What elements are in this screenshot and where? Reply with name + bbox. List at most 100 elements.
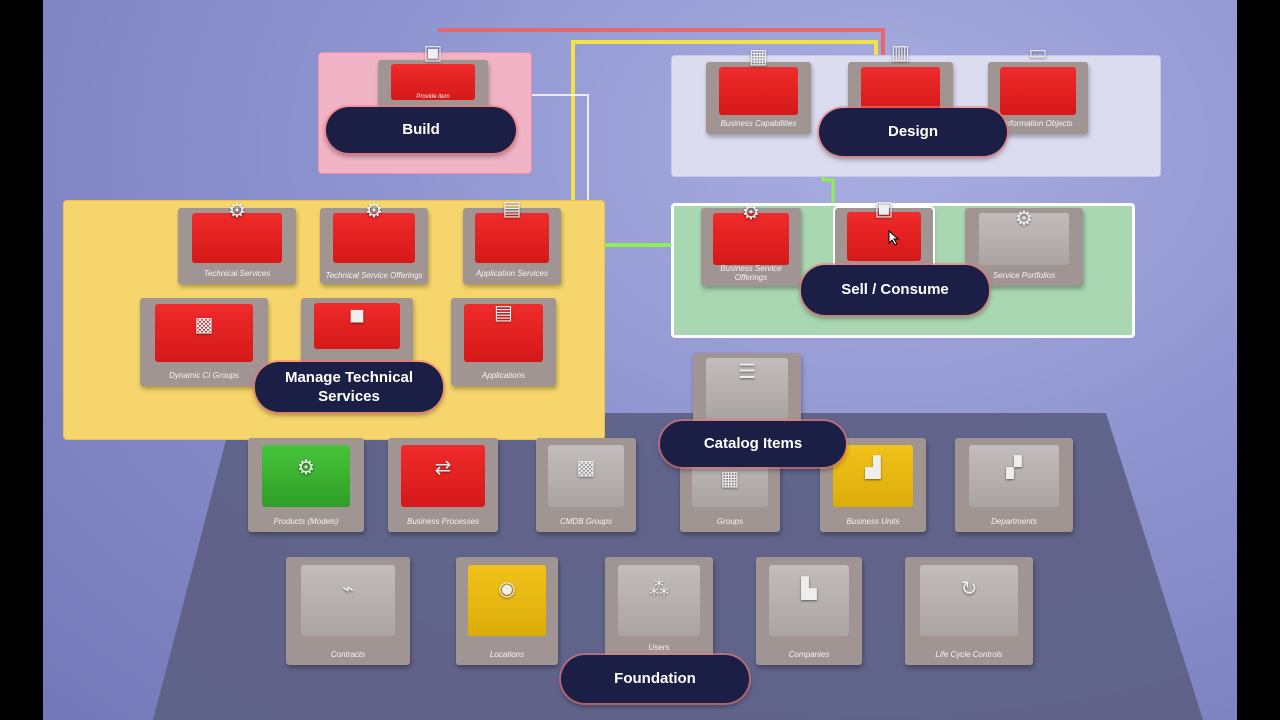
network-icon: ⚙ bbox=[1015, 208, 1033, 230]
network-icon: ⚙ bbox=[742, 202, 760, 224]
products-icon: ⚙ bbox=[297, 456, 315, 479]
tile-applications[interactable]: ▤ Applications bbox=[451, 298, 556, 386]
group-manage-technical-services-label[interactable]: Manage Technical Services bbox=[255, 362, 443, 412]
tile-label: Contracts bbox=[330, 650, 366, 660]
tile-label: Life Cycle Controls bbox=[935, 650, 1003, 660]
tile-label: Departments bbox=[991, 517, 1037, 527]
tile-face bbox=[463, 304, 544, 363]
tile-label: Service Portfolios bbox=[992, 271, 1056, 281]
connector-icon: ▣ bbox=[874, 198, 894, 220]
server-icon: ▤ bbox=[502, 198, 522, 220]
service-model-diagram: ▣ Provide item ▦ Business Capabilities ▥… bbox=[43, 0, 1237, 720]
tile-face bbox=[300, 564, 396, 636]
tile-business-capabilities[interactable]: ▦ Business Capabilities bbox=[706, 46, 811, 134]
tile-face bbox=[261, 444, 351, 507]
tile-label: Information Objects bbox=[1003, 119, 1073, 129]
tile-life-cycle-controls[interactable]: ↻ Life Cycle Controls bbox=[905, 557, 1033, 665]
servers-icon: ▣ bbox=[423, 42, 443, 64]
tile-label: Technical Service Offerings bbox=[325, 271, 423, 281]
tile-business-service-offerings[interactable]: ⚙ Business Service Offerings bbox=[701, 202, 801, 286]
tile-face bbox=[846, 212, 922, 261]
tile-face bbox=[713, 213, 789, 265]
tile-face bbox=[920, 564, 1018, 636]
groups-icon: ▦ bbox=[720, 468, 740, 491]
tile-label: Dynamic CI Groups bbox=[169, 371, 239, 381]
tile-label: Applications bbox=[481, 371, 526, 381]
building-blocks-icon: ▦ bbox=[749, 46, 768, 68]
business-units-icon: ▟ bbox=[865, 456, 881, 479]
group-build-label[interactable]: Build bbox=[326, 107, 516, 153]
network-icon: ⚙ bbox=[365, 200, 383, 222]
tile-locations[interactable]: ◉ Locations bbox=[456, 557, 558, 665]
tile-contracts[interactable]: ⌁ Contracts bbox=[286, 557, 410, 665]
ci-groups-icon: ▩ bbox=[194, 314, 214, 336]
users-icon: ⁂ bbox=[649, 578, 669, 601]
tile-face bbox=[617, 564, 701, 636]
tile-cmdb-groups[interactable]: ▩ CMDB Groups bbox=[536, 438, 636, 532]
tile-application-services[interactable]: ▤ Application Services bbox=[463, 198, 561, 284]
tile-label: Technical Services bbox=[203, 269, 271, 279]
tile-face bbox=[391, 63, 475, 101]
tile-face bbox=[1000, 67, 1076, 115]
tile-companies[interactable]: ▙ Companies bbox=[756, 557, 862, 665]
tile-label: Companies bbox=[788, 650, 830, 660]
tile-face bbox=[860, 67, 941, 115]
tile-departments[interactable]: ▞ Departments bbox=[955, 438, 1073, 532]
tile-face bbox=[192, 213, 282, 264]
tile-technical-services[interactable]: ⚙ Technical Services bbox=[178, 200, 296, 284]
companies-icon: ▙ bbox=[801, 578, 817, 601]
tile-products-models[interactable]: ⚙ Products (Models) bbox=[248, 438, 364, 532]
left-letterbox bbox=[0, 0, 43, 720]
tile-face bbox=[332, 213, 416, 264]
tile-face bbox=[718, 67, 799, 115]
group-catalog-items-label[interactable]: Catalog Items bbox=[660, 421, 846, 467]
departments-icon: ▞ bbox=[1006, 456, 1022, 479]
tile-dynamic-ci-groups[interactable]: ▩ Dynamic CI Groups bbox=[140, 298, 268, 386]
tile-face bbox=[768, 564, 850, 636]
tile-label: Locations bbox=[489, 650, 525, 660]
application-icon: ▤ bbox=[494, 302, 513, 324]
group-design-label[interactable]: Design bbox=[819, 108, 1007, 156]
list-icon: ☰ bbox=[738, 361, 756, 383]
tile-face bbox=[474, 213, 550, 264]
tile-users[interactable]: ⁂ Users bbox=[605, 557, 713, 665]
tile-label: Business Capabilities bbox=[720, 119, 797, 129]
network-icon: ⚙ bbox=[228, 200, 246, 222]
tile-label: Business Processes bbox=[406, 517, 480, 527]
devices-icon: ▥ bbox=[891, 42, 910, 64]
tile-business-processes[interactable]: ⇄ Business Processes bbox=[388, 438, 498, 532]
tile-label: Groups bbox=[716, 517, 744, 527]
right-letterbox bbox=[1237, 0, 1280, 720]
tile-build-item[interactable]: ▣ Provide item bbox=[378, 42, 488, 115]
locations-icon: ◉ bbox=[498, 578, 516, 601]
tile-face bbox=[832, 444, 914, 507]
tile-service-portfolios[interactable]: ⚙ Service Portfolios bbox=[965, 208, 1083, 286]
tile-label: Application Services bbox=[475, 269, 549, 279]
tile-face bbox=[314, 302, 400, 350]
contracts-icon: ⌁ bbox=[341, 578, 355, 601]
monitors-icon: ▭ bbox=[1028, 42, 1048, 64]
tile-face bbox=[705, 358, 789, 420]
tile-label: Provide item bbox=[416, 94, 450, 101]
tile-label: Business Service Offerings bbox=[720, 264, 782, 283]
group-foundation-label[interactable]: Foundation bbox=[561, 655, 749, 703]
tile-catalog-items[interactable]: ☰ bbox=[693, 353, 801, 425]
tile-manage-services[interactable]: ■ bbox=[301, 298, 413, 368]
tile-face bbox=[155, 304, 253, 363]
process-icon: ⇄ bbox=[434, 456, 452, 479]
life-cycle-icon: ↻ bbox=[960, 578, 978, 601]
tile-label: CMDB Groups bbox=[559, 517, 612, 527]
mouse-cursor-icon bbox=[888, 230, 900, 246]
cmdb-groups-icon: ▩ bbox=[576, 456, 596, 479]
tile-face bbox=[468, 564, 546, 636]
tile-label: Products (Models) bbox=[273, 517, 339, 527]
cube-stack-icon: ■ bbox=[349, 300, 365, 330]
tile-face bbox=[401, 444, 485, 507]
tile-sell-consume-active[interactable]: ▣ bbox=[833, 198, 935, 272]
tile-technical-service-offerings[interactable]: ⚙ Technical Service Offerings bbox=[320, 200, 428, 284]
tile-face bbox=[969, 444, 1059, 507]
tile-label: Users bbox=[648, 643, 670, 653]
tile-label: Business Units bbox=[846, 517, 900, 527]
group-sell-consume-label[interactable]: Sell / Consume bbox=[801, 265, 989, 315]
tile-face bbox=[979, 213, 1069, 265]
